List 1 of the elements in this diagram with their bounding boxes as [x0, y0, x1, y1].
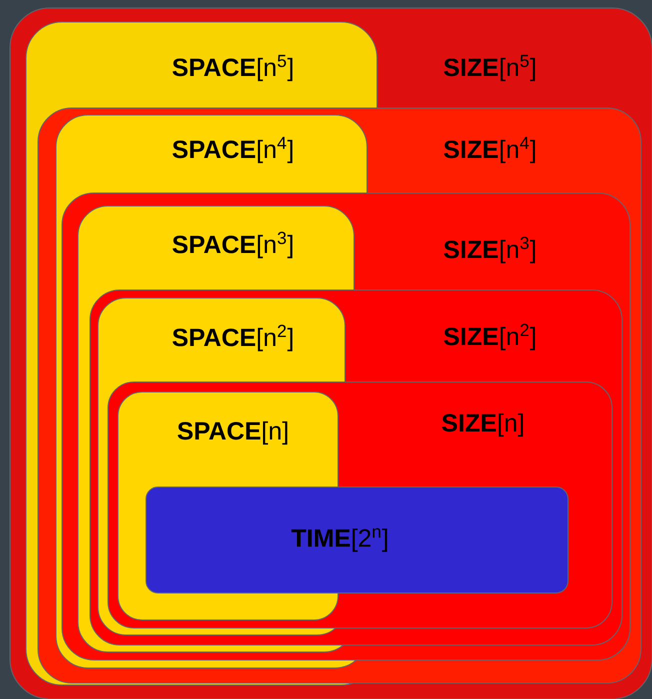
time-box: TIME[2$^{n}$]: [146, 486, 568, 594]
